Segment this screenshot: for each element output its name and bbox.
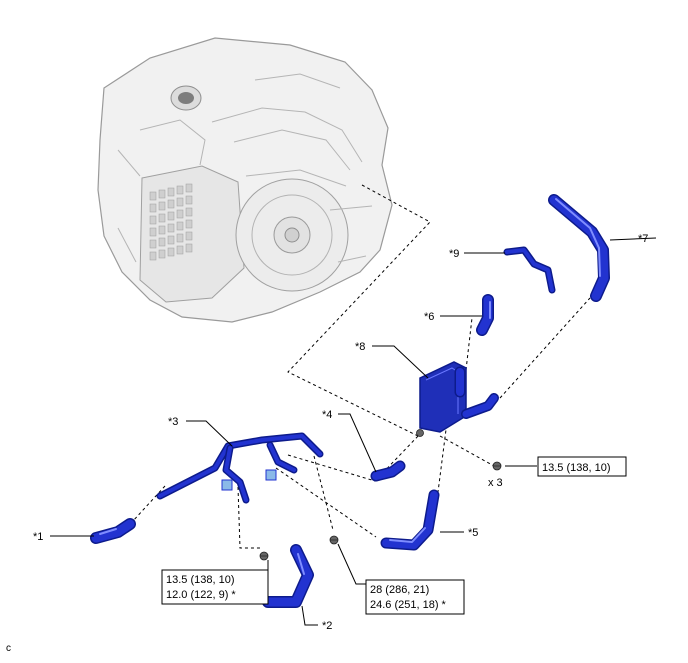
bolt-quantity: x 3 [488,477,503,489]
torque-box-center: 28 (286, 21) 24.6 (251, 18) * [365,579,465,615]
oil-cooler-8 [416,361,499,437]
torque-right-value: 13.5 (138, 10) [542,462,611,474]
callout-3: *3 [168,416,178,428]
torque-box-right: 13.5 (138, 10) [537,456,627,477]
callout-6: *6 [424,311,434,323]
callout-4: *4 [322,409,332,421]
oil-cooler-pipe-7 [548,194,610,302]
callout-9: *9 [449,248,459,260]
torque-left-line2: 12.0 (122, 9) * [166,589,236,601]
leader-lines [50,237,657,626]
bolt-icon-center [329,535,339,545]
torque-left-line1: 13.5 (138, 10) [166,574,235,586]
filter-mesh [149,183,193,261]
callout-8: *8 [355,341,365,353]
oil-cooler-hose-1 [90,518,136,544]
torque-center-line2: 24.6 (251, 18) * [370,599,447,611]
torque-center-line1: 28 (286, 21) [370,584,429,596]
oil-cooler-hose-4 [370,460,406,482]
outlet-hose-6 [476,294,494,336]
oil-cooler-hose-2 [262,544,314,608]
bolt-icon-left [259,551,269,561]
bolt-icon-right [492,461,502,471]
transmission-assembly [97,37,393,323]
callout-1: *1 [33,531,43,543]
figure-code: c [6,643,11,654]
callout-7: *7 [638,233,648,245]
callout-5: *5 [468,527,478,539]
pipe-clamp-9 [503,246,556,294]
torque-box-left: 13.5 (138, 10) 12.0 (122, 9) * [161,569,269,605]
oil-cooler-tube-3 [156,432,324,504]
callout-2: *2 [322,620,332,632]
oil-cooler-hose-5 [380,489,440,551]
